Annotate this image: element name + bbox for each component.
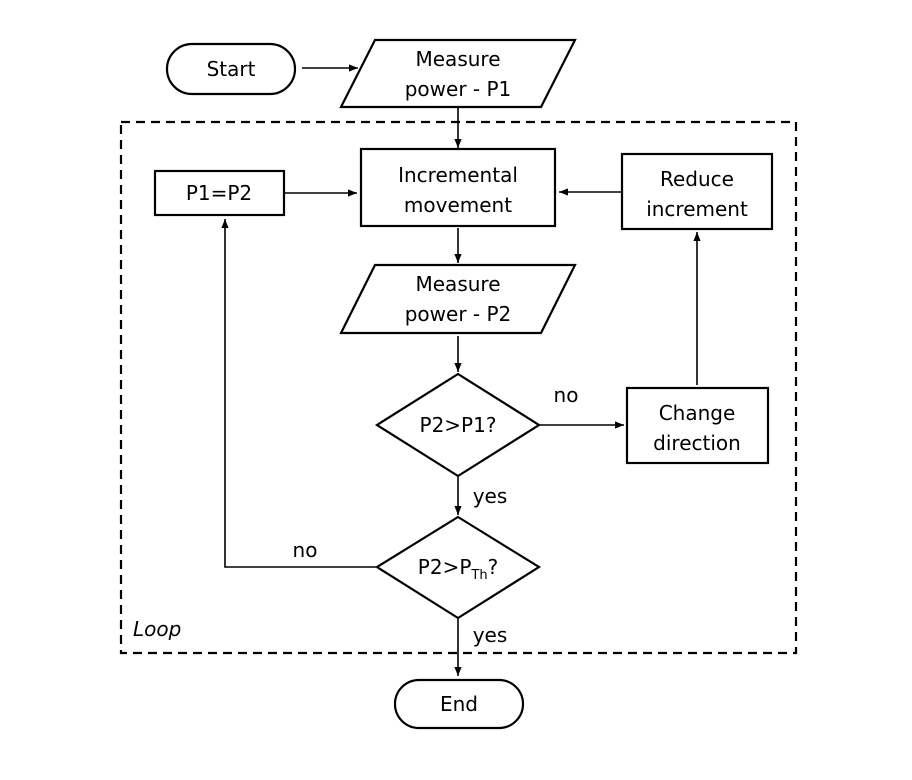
edges [221, 64, 701, 676]
threshold-prefix: P2>P [418, 555, 472, 579]
threshold-suffix: ? [488, 555, 499, 579]
start-label: Start [207, 57, 256, 81]
edge-threshold-no-to-p1p2 [221, 219, 376, 568]
reduce-line-1: Reduce [660, 167, 734, 191]
decision-threshold-label: P2>PTh? [418, 555, 498, 583]
threshold-subscript: Th [470, 568, 487, 583]
incremental-movement-node: Incremental movement [359, 147, 557, 228]
measure-p2-shape [339, 263, 577, 335]
change-direction-shape [625, 386, 770, 465]
measure-p1-line-1: Measure [416, 47, 501, 71]
end-label: End [440, 692, 478, 716]
measure-p1-line-2: power - P1 [405, 77, 512, 101]
decision-p2-gt-p1-node: P2>P1? [374, 372, 542, 478]
incremental-line-2: movement [404, 193, 512, 217]
reduce-increment-shape [620, 152, 774, 231]
loop-label: Loop [133, 617, 181, 641]
measure-p2-line-1: Measure [416, 272, 501, 296]
measure-p2-node: Measure power - P2 [339, 263, 577, 335]
edge-label-no-1: no [554, 383, 579, 407]
edge-label-no-2: no [293, 538, 318, 562]
measure-p2-line-2: power - P2 [405, 302, 512, 326]
p1-equals-p2-label: P1=P2 [186, 181, 252, 205]
incremental-line-1: Incremental [398, 163, 518, 187]
change-direction-line-1: Change [659, 401, 736, 425]
reduce-increment-node: Reduce increment [620, 152, 774, 231]
end-node: End [393, 678, 525, 730]
edge-label-yes-1: yes [473, 484, 508, 508]
decision-threshold-node: P2>PTh? [374, 515, 542, 620]
edge-label-yes-2: yes [473, 623, 508, 647]
p1-equals-p2-node: P1=P2 [153, 169, 286, 217]
end-shape [393, 678, 525, 730]
change-direction-line-2: direction [653, 431, 741, 455]
measure-p1-node: Measure power - P1 [339, 38, 577, 109]
decision-threshold-shape [374, 515, 542, 620]
measure-p1-shape [339, 38, 577, 109]
incremental-movement-shape [359, 147, 557, 228]
change-direction-node: Change direction [625, 386, 770, 465]
start-shape [165, 42, 297, 96]
decision-p2-gt-p1-label: P2>P1? [420, 413, 497, 437]
decision-p2-gt-p1-shape [374, 372, 542, 478]
start-node: Start [165, 42, 297, 96]
reduce-line-2: increment [646, 197, 748, 221]
p1-equals-p2-shape [153, 169, 286, 217]
